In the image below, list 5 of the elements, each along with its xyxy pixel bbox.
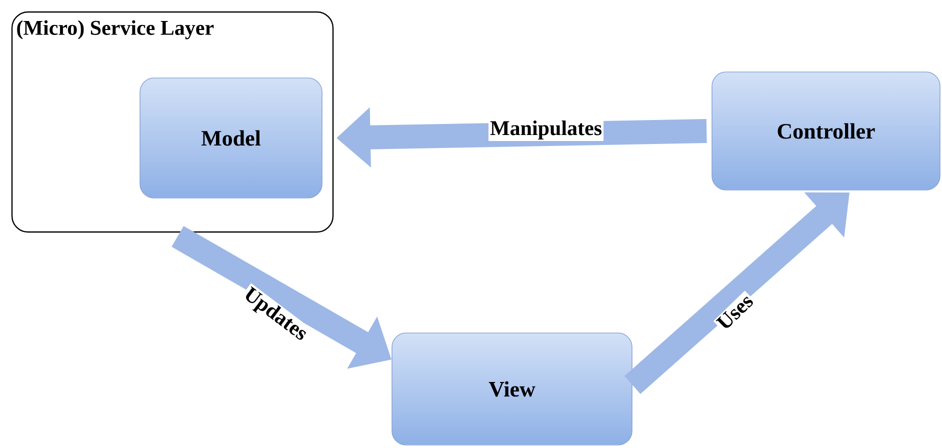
edge-label: Uses [713,290,757,334]
component-box: Controller [712,72,940,190]
component-box: Model [140,78,322,198]
component-box: View [392,332,632,446]
edge-label: Manipulates [488,118,604,142]
